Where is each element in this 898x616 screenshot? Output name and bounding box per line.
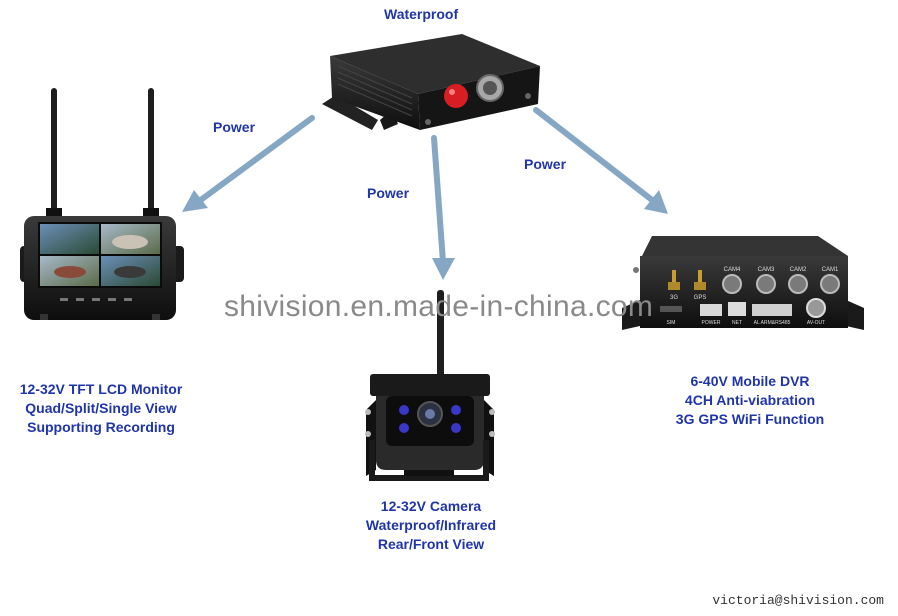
dvr-label-alarm: AL ARM&RS485 <box>754 320 791 326</box>
dvr-port-label-cam3: CAM3 <box>758 267 775 273</box>
watermark: shivision.en.made-in-china.com <box>224 290 654 323</box>
dvr-cam-ports <box>722 274 840 294</box>
monitor-caption: 12-32V TFT LCD Monitor Quad/Split/Single… <box>6 380 196 437</box>
power-label-left: Power <box>213 119 256 135</box>
arrowhead-right <box>644 190 668 214</box>
dvr-label-sim: SIM <box>667 320 676 326</box>
arrowhead-middle <box>432 258 455 280</box>
dvr-caption-line-3: 3G GPS WiFi Function <box>675 411 825 427</box>
camera-caption-line-1: 12-32V Camera <box>380 498 482 514</box>
monitor-caption-line-2: Quad/Split/Single View <box>25 400 177 416</box>
dvr-icon <box>622 236 864 330</box>
power-arrow-left <box>195 115 315 205</box>
camera-caption-line-2: Waterproof/Infrared <box>365 517 497 533</box>
dvr-antenna-label-3g: 3G <box>670 295 678 301</box>
waterproof-hub-icon <box>322 34 540 130</box>
power-arrow-right <box>533 107 655 203</box>
power-arrow-middle <box>431 135 446 265</box>
dvr-label-av-out: AV-OUT <box>807 320 825 326</box>
camera-icon <box>365 290 495 481</box>
dvr-label-power: POWER <box>702 320 721 326</box>
dvr-caption-line-1: 6-40V Mobile DVR <box>690 373 810 389</box>
power-label-middle: Power <box>367 185 410 201</box>
dvr-port-label-cam1: CAM1 <box>822 267 839 273</box>
contact-email: victoria@shivision.com <box>712 593 884 608</box>
dvr-caption-line-2: 4CH Anti-viabration <box>684 392 816 408</box>
monitor-caption-line-3: Supporting Recording <box>27 419 175 435</box>
monitor-caption-line-1: 12-32V TFT LCD Monitor <box>19 381 183 397</box>
power-label-right: Power <box>524 156 567 172</box>
dvr-port-label-cam4: CAM4 <box>724 267 741 273</box>
monitor-icon <box>20 88 184 320</box>
camera-caption-line-3: Rear/Front View <box>377 536 485 552</box>
dvr-label-net: NET <box>732 320 742 326</box>
dvr-port-label-cam2: CAM2 <box>790 267 807 273</box>
dvr-antenna-label-gps: GPS <box>694 295 707 301</box>
arrowhead-left <box>182 190 208 212</box>
camera-caption: 12-32V Camera Waterproof/Infrared Rear/F… <box>346 497 516 554</box>
dvr-caption: 6-40V Mobile DVR 4CH Anti-viabration 3G … <box>660 372 840 429</box>
hub-label: Waterproof <box>384 6 459 22</box>
